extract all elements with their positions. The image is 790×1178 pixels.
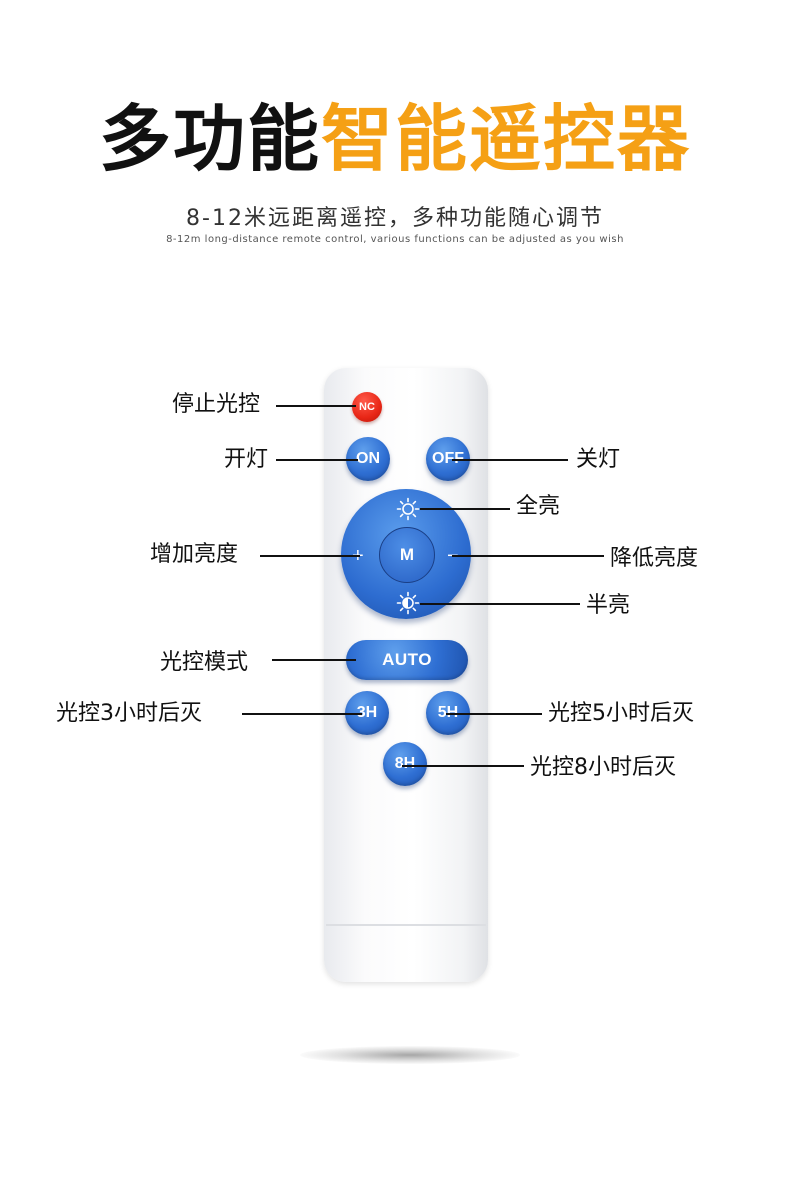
callout-line-nc xyxy=(276,405,356,407)
callout-line-plus xyxy=(260,555,360,557)
label-light-control-mode: 光控模式 xyxy=(160,650,249,675)
title-part-black: 多功能 xyxy=(98,97,321,181)
label-stop-light-control: 停止光控 xyxy=(172,392,261,417)
nc-button[interactable]: NC xyxy=(352,392,382,422)
subtitle: 8-12米远距离遥控，多种功能随心调节 xyxy=(186,206,604,231)
timer-8h-button[interactable]: 8H xyxy=(383,742,427,786)
page-title: 多功能智能遥控器 xyxy=(0,94,790,184)
callout-line-on xyxy=(276,459,358,461)
mode-button[interactable]: M xyxy=(379,527,435,583)
auto-button[interactable]: AUTO xyxy=(346,640,468,680)
callout-line-8h xyxy=(402,765,524,767)
label-off-after-5h: 光控5小时后灭 xyxy=(548,701,694,726)
callout-line-off xyxy=(452,459,568,461)
label-light-on: 开灯 xyxy=(224,447,269,472)
callout-line-5h xyxy=(446,713,542,715)
label-full-bright: 全亮 xyxy=(516,494,561,519)
label-increase-brightness: 增加亮度 xyxy=(150,542,239,567)
label-off-after-8h: 光控8小时后灭 xyxy=(530,755,676,780)
label-light-off: 关灯 xyxy=(576,447,621,472)
remote-shadow xyxy=(300,1046,520,1064)
sun-full-icon[interactable] xyxy=(396,497,420,521)
remote-battery-seam xyxy=(326,924,486,926)
label-half-bright: 半亮 xyxy=(586,593,631,618)
callout-line-half xyxy=(420,603,580,605)
timer-3h-button[interactable]: 3H xyxy=(345,691,389,735)
title-part-orange: 智能遥控器 xyxy=(321,97,692,181)
subtitle-english: 8-12m long-distance remote control, vari… xyxy=(166,234,624,245)
callout-line-minus xyxy=(452,555,604,557)
label-decrease-brightness: 降低亮度 xyxy=(610,546,699,571)
sun-half-icon[interactable] xyxy=(396,591,420,615)
label-off-after-3h: 光控3小时后灭 xyxy=(56,701,202,726)
callout-line-full xyxy=(420,508,510,510)
callout-line-auto xyxy=(272,659,356,661)
callout-line-3h xyxy=(242,713,362,715)
